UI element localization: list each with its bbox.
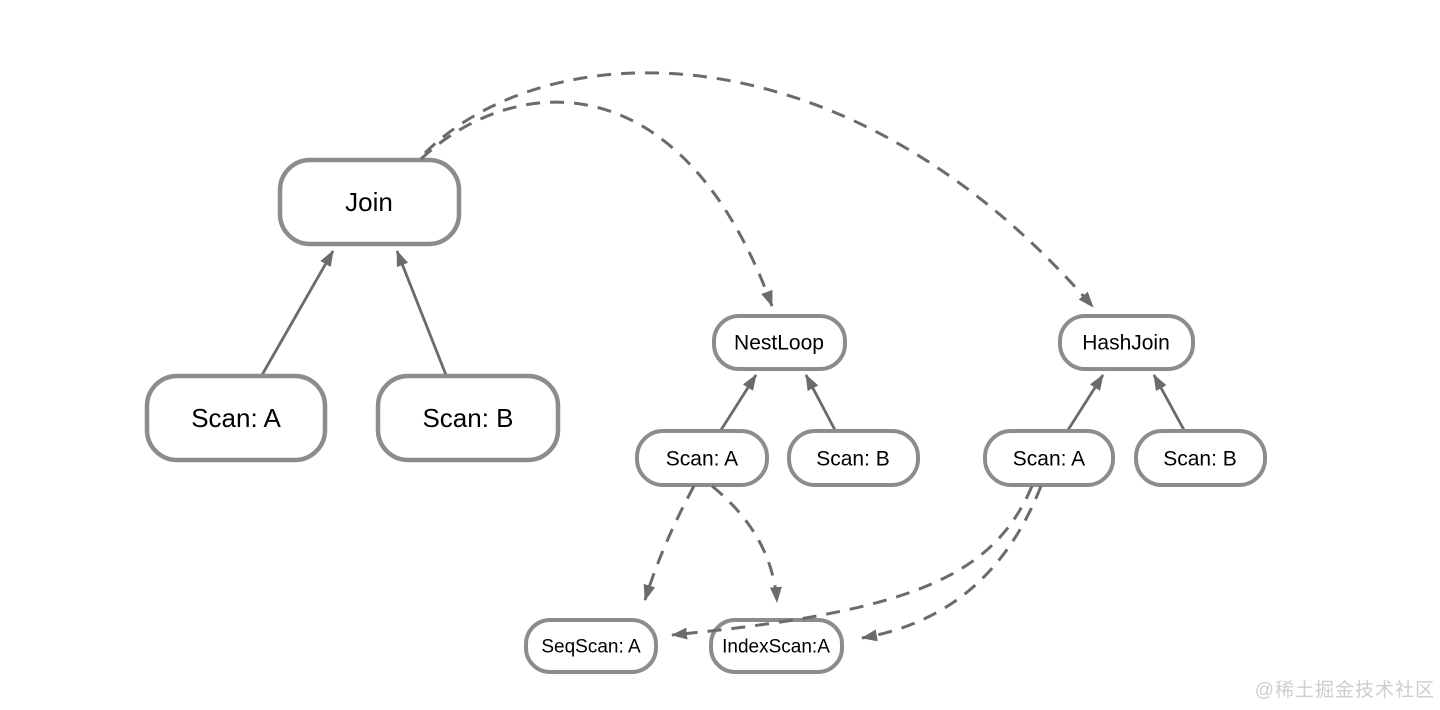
node-scan-b-hashjoin: Scan: B xyxy=(1134,429,1267,487)
node-scan-a-nestloop-box xyxy=(635,429,769,487)
edge-scan-a-nestloop-to-seqscan-a xyxy=(643,485,696,601)
node-join-box xyxy=(277,157,462,247)
node-scan-a-main: Scan: A xyxy=(144,373,328,463)
node-indexscan-a-label: IndexScan:A xyxy=(722,637,830,658)
node-scan-b-nestloop: Scan: B xyxy=(787,429,920,487)
node-seqscan-a-box xyxy=(524,618,658,674)
node-hashjoin: HashJoin xyxy=(1058,314,1195,371)
node-scan-a-main-label: Scan: A xyxy=(191,403,281,433)
node-nestloop: NestLoop xyxy=(712,314,847,371)
edge-scan-b-main-to-join xyxy=(395,250,448,376)
node-scan-b-main: Scan: B xyxy=(375,373,561,463)
node-scan-a-hashjoin-box xyxy=(983,429,1115,487)
node-scan-a-nestloop-label: Scan: A xyxy=(666,447,738,470)
edge-scan-a-hashjoin-to-hashjoin xyxy=(1066,374,1105,431)
node-scan-b-hashjoin-label: Scan: B xyxy=(1163,447,1237,470)
node-scan-a-main-box xyxy=(144,373,328,463)
edge-scan-a-hashjoin-to-seqscan-a xyxy=(671,485,1034,640)
node-scan-b-main-label: Scan: B xyxy=(422,403,513,433)
edge-scan-b-nestloop-to-nestloop xyxy=(804,374,837,431)
node-hashjoin-box xyxy=(1058,314,1195,371)
node-scan-b-nestloop-box xyxy=(787,429,920,487)
node-seqscan-a-label: SeqScan: A xyxy=(541,637,641,658)
dashed-edges xyxy=(419,71,1095,642)
edge-scan-a-nestloop-to-nestloop xyxy=(719,374,758,431)
node-indexscan-a: IndexScan:A xyxy=(709,618,844,674)
edge-scan-a-hashjoin-to-indexscan-a xyxy=(861,485,1043,642)
nodes: Join Scan: A Scan: B NestLoop Scan: A Sc… xyxy=(144,157,1267,674)
node-seqscan-a: SeqScan: A xyxy=(524,618,658,674)
node-scan-b-nestloop-label: Scan: B xyxy=(816,447,890,470)
edge-scan-b-hashjoin-to-hashjoin xyxy=(1152,374,1186,431)
node-hashjoin-label: HashJoin xyxy=(1082,331,1170,354)
edge-scan-a-main-to-join xyxy=(260,250,335,376)
node-scan-b-main-box xyxy=(375,373,561,463)
node-scan-a-nestloop: Scan: A xyxy=(635,429,769,487)
solid-edges xyxy=(260,250,1186,431)
edge-scan-a-nestloop-to-indexscan-a xyxy=(711,484,782,603)
node-nestloop-label: NestLoop xyxy=(734,331,824,354)
node-nestloop-box xyxy=(712,314,847,371)
node-join: Join xyxy=(277,157,462,247)
watermark-text: @稀土掘金技术社区 xyxy=(1254,680,1435,701)
edge-join-to-nestloop xyxy=(419,100,774,307)
node-scan-a-hashjoin-label: Scan: A xyxy=(1013,447,1085,470)
node-join-label: Join xyxy=(345,187,393,217)
node-scan-a-hashjoin: Scan: A xyxy=(983,429,1115,487)
edge-join-to-hashjoin xyxy=(423,71,1095,308)
node-indexscan-a-box xyxy=(709,618,844,674)
node-scan-b-hashjoin-box xyxy=(1134,429,1267,487)
